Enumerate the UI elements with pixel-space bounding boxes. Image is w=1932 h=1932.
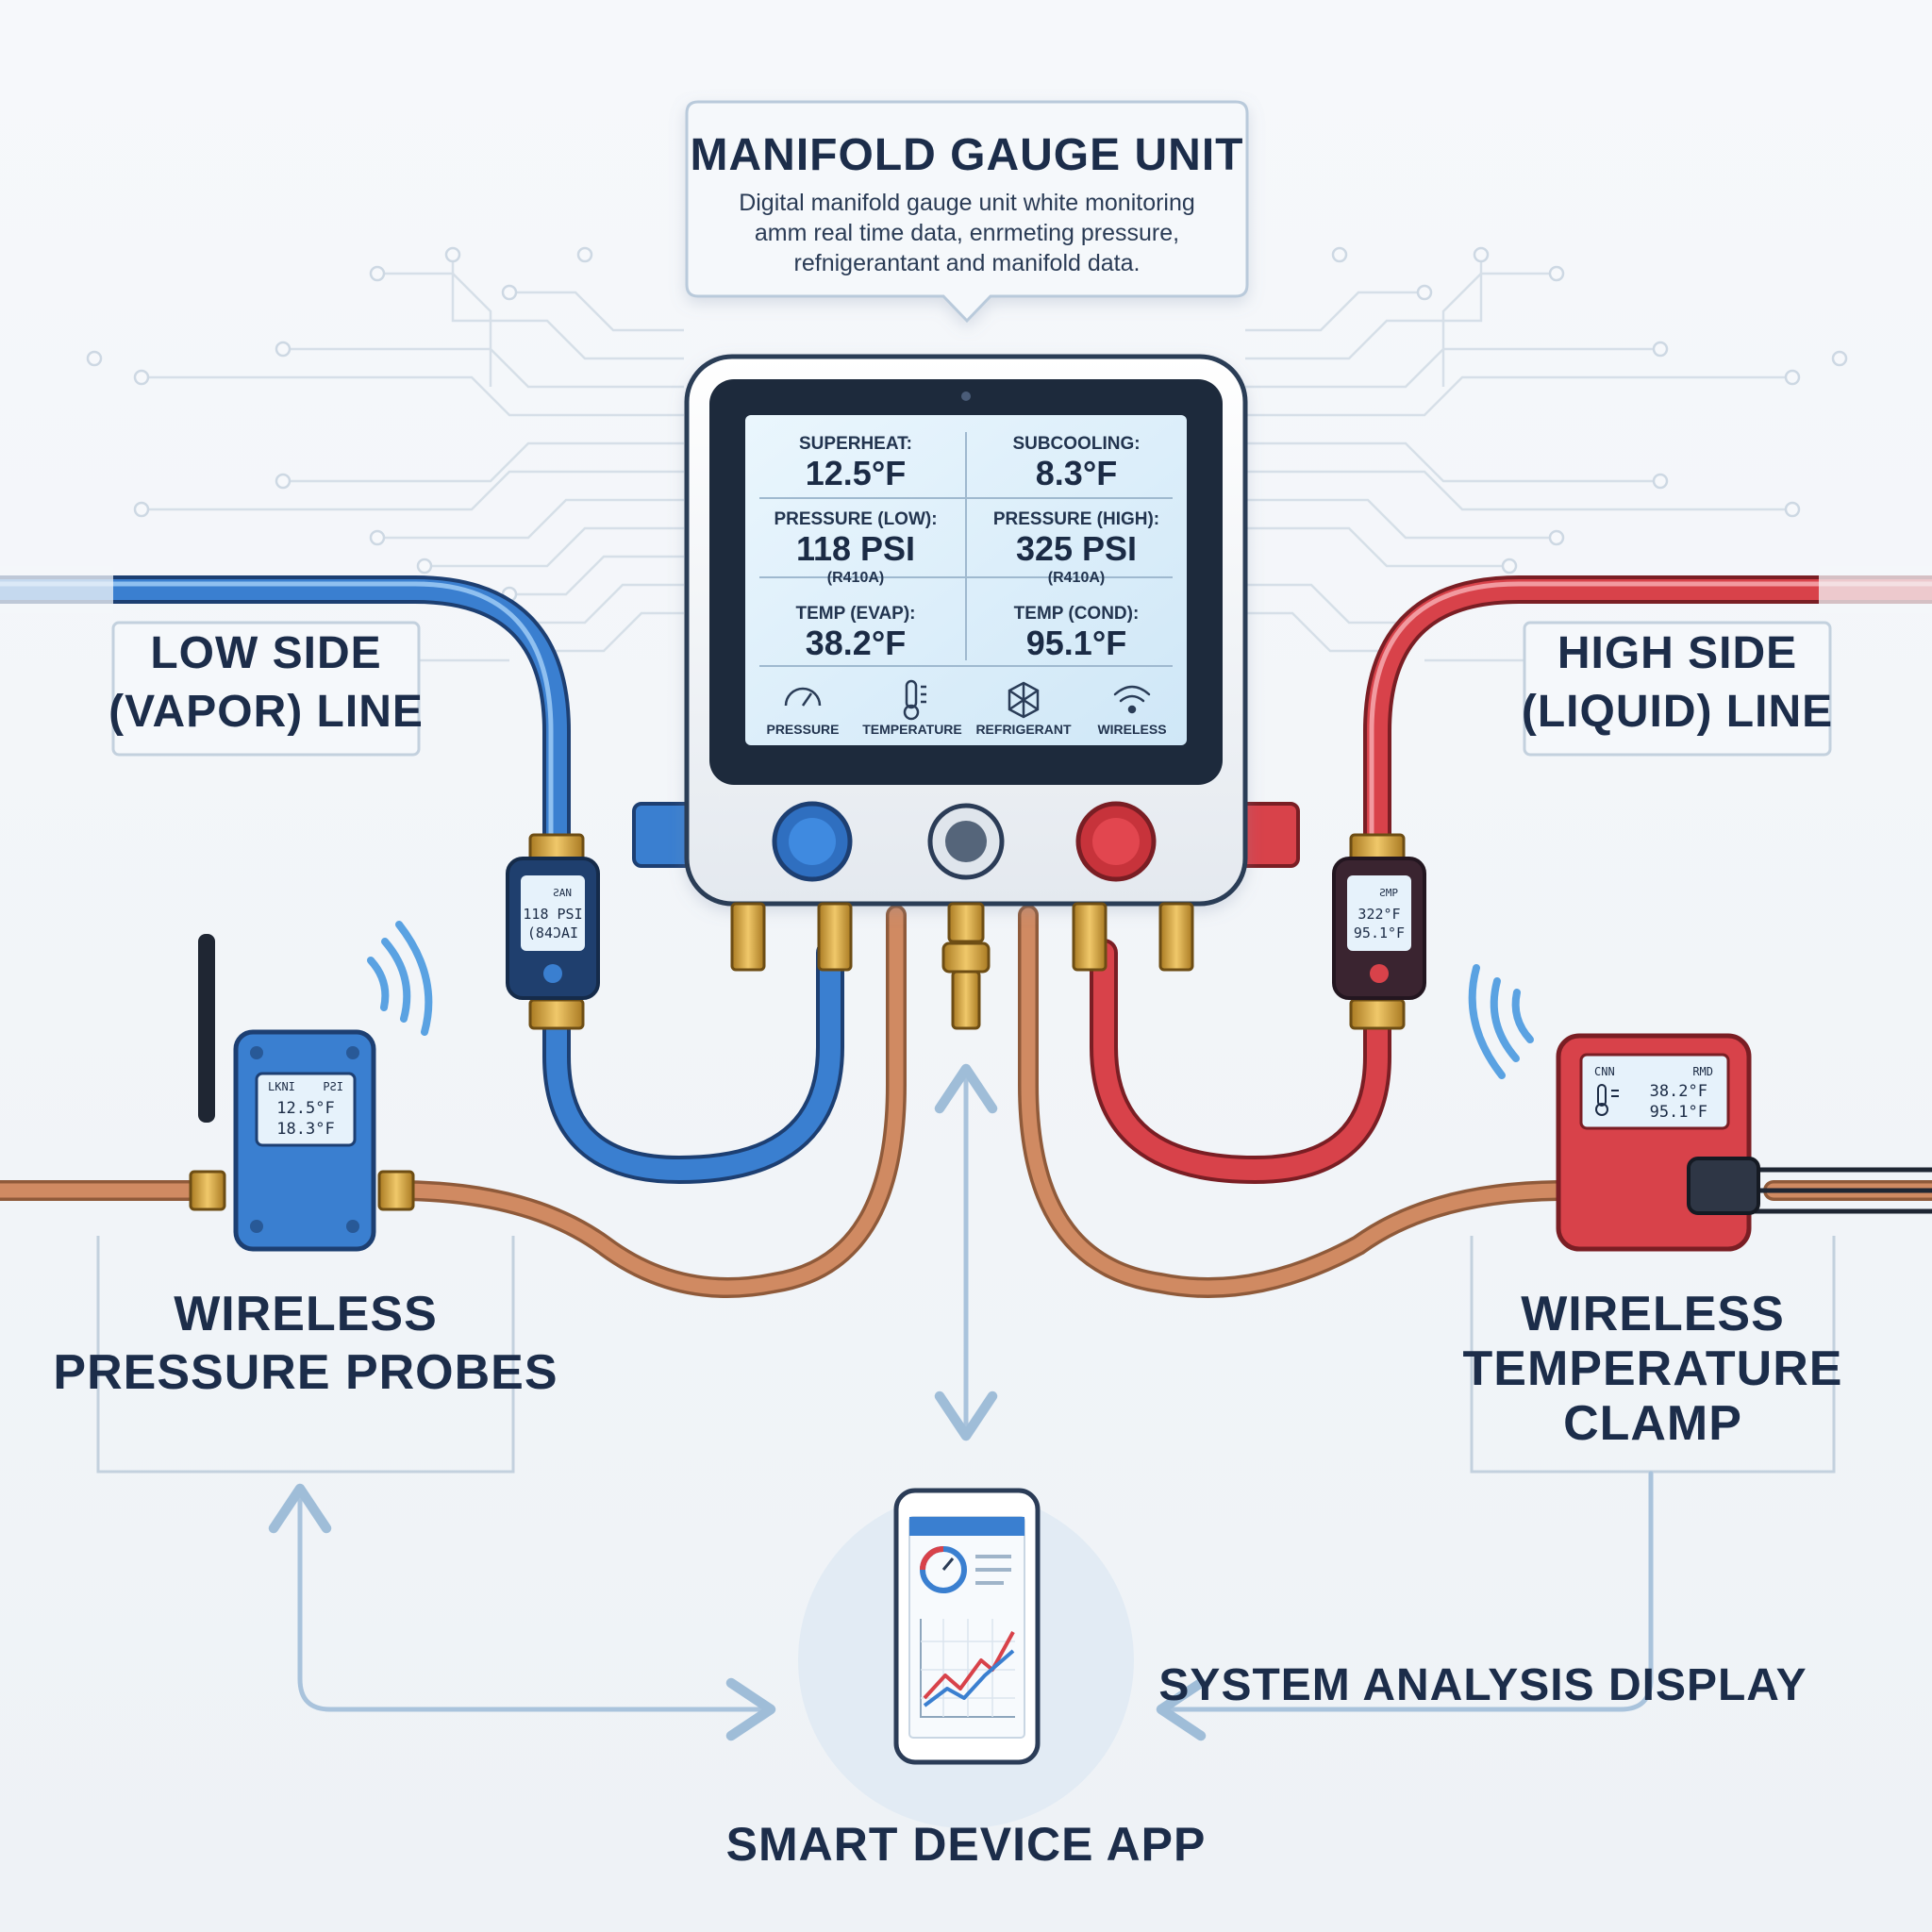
low-side-label-line-2: (VAPOR) LINE [108,687,424,737]
icon-label-refrigerant: REFRIGERANT [975,722,1072,737]
pressure-high-refrigerant: (R410A) [1048,570,1105,586]
clamp-label-box: WIRELESS TEMPERATURE CLAMP [1463,1236,1843,1474]
clamp-jaw [1687,1157,1760,1215]
copper-left [0,908,904,1295]
low-side-knob-center [789,818,836,865]
callout-line-1: Digital manifold gauge unit white monito… [739,190,1195,216]
circuit-decoration [142,255,1792,700]
subcooling-value: 8.3°F [1036,454,1117,492]
screen-dividers [759,432,1173,667]
wireless-temperature-clamp: CNN RMD 38.2°F 95.1°F [1468,964,1760,1252]
low-sensor-header: ƧAN [553,887,572,899]
probe-label-line-1: WIRELESS [174,1287,438,1341]
refrigerant-icon [1008,681,1040,719]
clamp-label-line-2: TEMPERATURE [1463,1341,1843,1396]
phone-app-header [909,1517,1024,1536]
callout-line-3: refnigerantant and manifold data. [794,250,1141,276]
callout-title: MANIFOLD GAUGE UNIT [691,130,1244,180]
high-sensor-header: ƧMP [1379,887,1398,899]
clamp-thermometer-icon [1595,1084,1619,1116]
probe-line-2: 18.3°F [276,1120,334,1139]
clamp-header-left: CNN [1594,1065,1615,1078]
subcooling-label: SUBCOOLING: [1012,434,1140,454]
temp-evap-label: TEMP (EVAP): [795,604,915,624]
low-side-hose-highlight [0,581,554,849]
app-chart-icon [920,1619,1015,1718]
probe-header-right: PƧI [323,1080,343,1093]
high-sensor-line-2: 95.1°F [1354,924,1405,941]
icon-label-pressure: PRESSURE [766,722,839,737]
probe-antenna [198,934,215,1123]
low-hose-fade [0,566,113,613]
clamp-label-line-1: WIRELESS [1521,1287,1785,1341]
connector-arrows [268,1063,1654,1741]
probe-app-arrow [268,1483,776,1741]
pressure-high-label: PRESSURE (HIGH): [993,509,1159,529]
app-gauge-icon [920,1546,967,1593]
clamp-app-arrow [1156,1471,1654,1741]
temp-cond-value: 95.1°F [1026,624,1126,662]
high-side-hose [1367,579,1932,859]
low-side-label-box: LOW SIDE (VAPOR) LINE [108,621,424,757]
clamp-line-1: 38.2°F [1650,1082,1707,1101]
clamp-signal-icon [1468,964,1534,1079]
clamp-line-2: 95.1°F [1650,1103,1707,1122]
probe-line-1: 12.5°F [276,1099,334,1118]
wifi-icon [1113,685,1151,714]
probe-header-left: LKNI [268,1080,295,1093]
brass-fittings [189,833,1406,1211]
high-hose-fade [1819,566,1932,613]
high-side-label-box: HIGH SIDE (LIQUID) LINE [1522,621,1833,757]
pressure-low-label: PRESSURE (LOW): [774,509,937,529]
callout-manifold: MANIFOLD GAUGE UNIT Digital manifold gau… [685,100,1249,324]
pressure-low-refrigerant: (R410A) [827,570,884,586]
thermometer-icon [903,679,926,721]
probe-label-box: WIRELESS PRESSURE PROBES [53,1236,558,1474]
low-side-label-line-1: LOW SIDE [150,628,381,678]
high-sensor-button[interactable] [1370,964,1389,983]
app-text-lines [975,1555,1011,1585]
low-sensor-line-1: 118 PSI [523,906,582,923]
icon-label-wireless: WIRELESS [1097,722,1166,737]
system-analysis-label: SYSTEM ANALYSIS DISPLAY [1158,1660,1807,1710]
superheat-value: 12.5°F [806,454,906,492]
temp-cond-label: TEMP (COND): [1014,604,1140,624]
temp-evap-value: 38.2°F [806,624,906,662]
clamp-label-line-3: CLAMP [1563,1396,1742,1451]
pressure-low-value: 118 PSI [796,529,915,568]
smart-device [798,1488,1134,1828]
high-hose-sensor: ƧMP 322°F 95.1°F [1332,857,1426,1000]
smart-device-app-label: SMART DEVICE APP [726,1818,1207,1871]
probe-signal-icon [367,921,433,1036]
high-sensor-line-1: 322°F [1357,906,1400,923]
low-sensor-line-2: (84ƆAI [527,924,578,941]
center-knob-center [945,821,987,862]
manifold-unit: SUPERHEAT: 12.5°F SUBCOOLING: 8.3°F PRES… [632,354,1300,907]
high-side-label-line-1: HIGH SIDE [1557,628,1797,678]
pressure-high-value: 325 PSI [1016,529,1137,568]
low-sensor-button[interactable] [543,964,562,983]
low-hose-sensor: ƧAN 118 PSI (84ƆAI [506,857,600,1000]
high-side-knob-center [1092,818,1140,865]
camera-dot [961,391,971,401]
low-hose-loop [546,942,841,1181]
probe-label-line-2: PRESSURE PROBES [53,1345,558,1400]
wireless-pressure-probe: LKNI PƧI 12.5°F 18.3°F [198,921,433,1252]
gauge-icon [784,687,822,707]
high-hose-loop [1093,942,1388,1181]
callout-line-2: amm real time data, enrmeting pressure, [755,220,1179,246]
icon-label-temperature: TEMPERATURE [862,722,962,737]
superheat-label: SUPERHEAT: [799,434,912,454]
clamp-header-right: RMD [1692,1065,1713,1078]
high-side-hose-highlight [1369,581,1932,849]
high-side-label-line-2: (LIQUID) LINE [1522,687,1833,737]
clamp-cables [1755,1167,1932,1214]
